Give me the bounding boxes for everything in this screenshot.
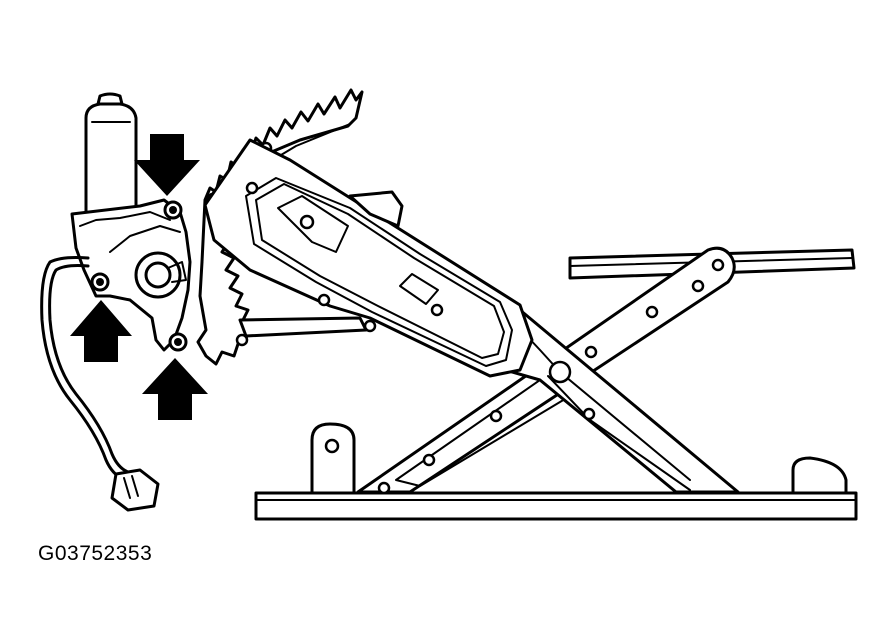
- wire-harness: [40, 256, 160, 512]
- rear-bracket: [238, 190, 404, 338]
- right-mount-tab: [791, 456, 848, 495]
- figure-code: G03752353: [38, 542, 153, 565]
- arrow-down-top-bolt: [134, 134, 200, 196]
- arrow-up-left-bolt: [70, 300, 132, 362]
- regulator-plate: [203, 138, 534, 378]
- left-mount-tab: [310, 422, 356, 495]
- motor: [70, 92, 192, 352]
- arrow-up-bottom-bolt: [142, 358, 208, 420]
- base-rail: [254, 491, 858, 521]
